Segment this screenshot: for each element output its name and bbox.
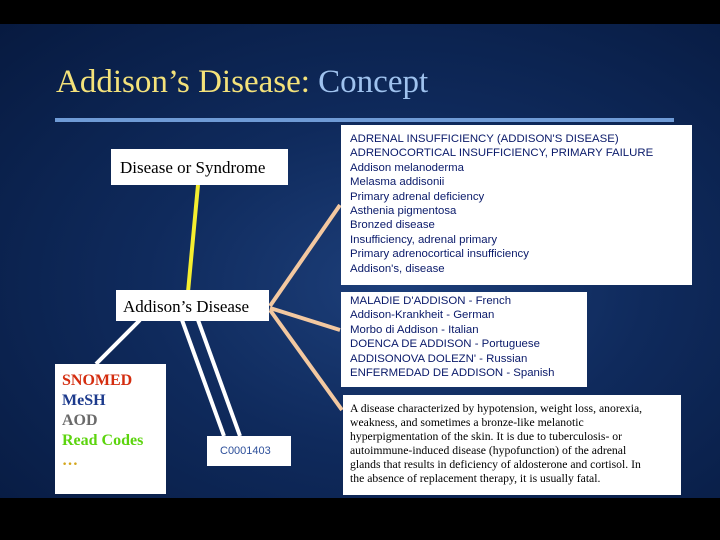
synonyms-box: ADRENAL INSUFFICIENCY (ADDISON'S DISEASE… [341,125,692,285]
concept-name-box: Addison’s Disease [116,290,269,321]
synonym-item: Primary adrenocortical insufficiency [350,248,529,261]
source-snomed: SNOMED [62,372,133,389]
semantic-type-box: Disease or Syndrome [111,149,288,185]
isa-link [186,184,200,293]
synonym-item: Bronzed disease [350,219,435,232]
sources-link [94,318,142,366]
concept-id-box: C0001403 [207,436,291,466]
synonym-item: Melasma addisonii [350,176,445,189]
definition-box: A disease characterized by hypotension, … [343,395,681,495]
source-aod: AOD [62,412,98,429]
translation-item: ENFERMEDAD DE ADDISON - Spanish [350,367,555,380]
source-more: … [62,452,78,469]
definition-line: glands that results in deficiency of ald… [350,458,641,472]
title-main: Addison’s Disease: [56,64,319,100]
translation-item: Morbo di Addison - Italian [350,323,479,336]
definition-line: weakness, and sometimes a bronze-like me… [350,416,584,430]
synonyms-link [268,203,342,308]
synonym-item: Addison melanoderma [350,161,464,174]
translation-item: MALADIE D'ADDISON - French [350,295,512,307]
slide-title: Addison’s Disease: Concept [56,64,428,101]
synonym-item: Insufficiency, adrenal primary [350,233,498,246]
title-underline [55,118,674,122]
source-mesh: MeSH [62,392,106,409]
synonym-item: Primary adrenal deficiency [350,190,485,203]
definition-link [268,308,344,412]
concept-id-link-left [180,319,226,437]
source-read-codes: Read Codes [62,432,144,449]
translation-item: ADDISONOVA DOLEZN' - Russian [350,352,528,365]
definition-line: A disease characterized by hypotension, … [350,402,643,415]
definition-line: the absence of replacement therapy, it i… [350,472,601,486]
translations-link [269,306,341,332]
definition-line: autoimmune-induced disease (hypofunction… [350,444,627,458]
translations-box: MALADIE D'ADDISON - French Addison-Krank… [341,292,587,387]
synonym-item: ADRENOCORTICAL INSUFFICIENCY, PRIMARY FA… [350,147,654,160]
title-accent: Concept [318,64,429,100]
synonym-item: ADRENAL INSUFFICIENCY (ADDISON'S DISEASE… [350,133,619,145]
synonym-item: Addison's, disease [350,262,445,275]
concept-id-link-right [196,319,242,437]
definition-line: hyperpigmentation of the skin. It is due… [350,430,623,444]
translation-item: DOENCA DE ADDISON - Portuguese [350,338,540,351]
translation-item: Addison-Krankheit - German [350,309,495,322]
source-vocabularies-box: SNOMED MeSH AOD Read Codes … [55,364,166,494]
synonym-item: Asthenia pigmentosa [350,205,457,218]
